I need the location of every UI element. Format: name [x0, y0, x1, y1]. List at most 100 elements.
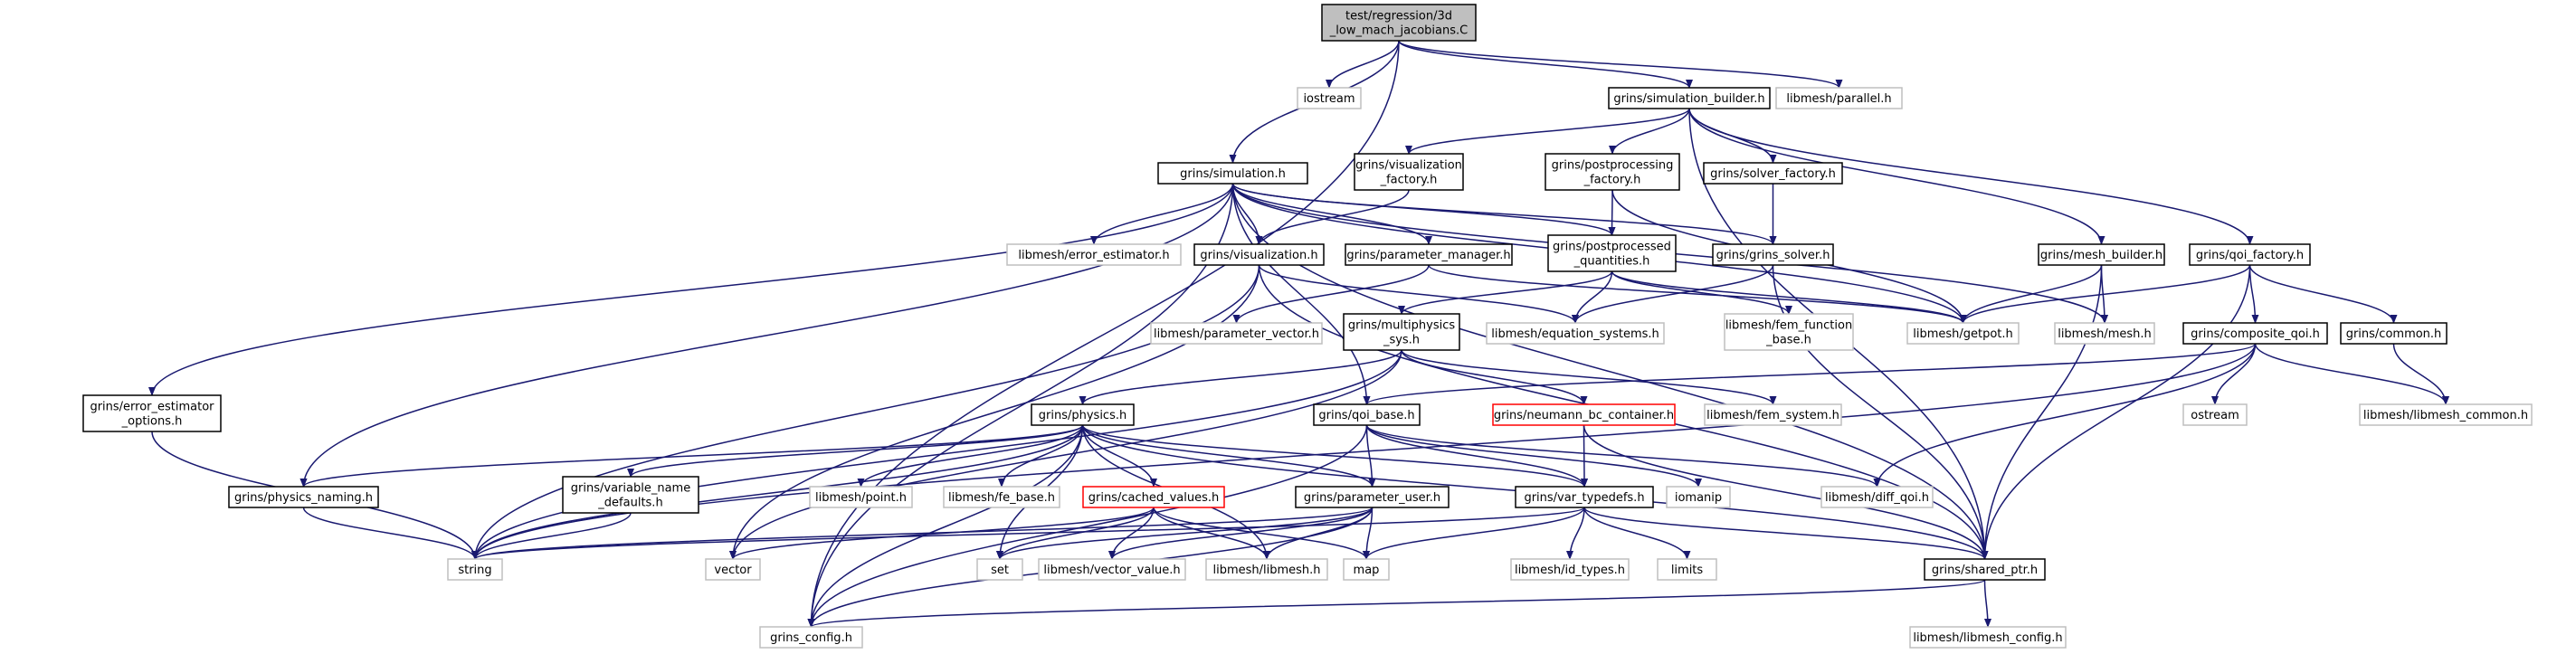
node-box — [1704, 403, 1842, 426]
edge-physics-to-grins_config — [807, 424, 1084, 628]
node-label: grins_config.h — [770, 631, 852, 645]
node-label: libmesh/point.h — [815, 491, 907, 505]
node-physics_naming[interactable]: grins/physics_naming.h — [228, 486, 379, 508]
node-mesh_builder[interactable]: grins/mesh_builder.h — [2038, 243, 2165, 266]
edge-qoi_factory-to-shared_ptr — [1981, 264, 2251, 560]
edge-sim_builder-to-vis_factory — [1405, 108, 1690, 155]
node-label: grins/parameter_manager.h — [1346, 249, 1510, 262]
edge-grins_solver-to-equation_systems — [1572, 264, 1774, 324]
node-label: libmesh/fem_system.h — [1706, 409, 1839, 422]
node-sim_builder[interactable]: grins/simulation_builder.h — [1608, 87, 1771, 109]
edge-multiphysics-to-physics — [1079, 349, 1402, 405]
node-neumann[interactable]: grins/neumann_bc_container.h — [1492, 403, 1676, 426]
node-box — [1354, 153, 1464, 191]
node-label: iomanip — [1675, 491, 1722, 505]
edge-qoi_base-to-var_typedefs — [1365, 424, 1588, 488]
node-limits[interactable]: limits — [1657, 558, 1717, 581]
node-label: libmesh/equation_systems.h — [1491, 327, 1659, 341]
edge-var_typedefs-to-map — [1363, 507, 1585, 560]
node-label: grins/physics.h — [1039, 409, 1126, 422]
node-physics[interactable]: grins/physics.h — [1031, 403, 1135, 426]
node-vector[interactable]: vector — [705, 558, 761, 581]
node-set[interactable]: set — [976, 558, 1023, 581]
node-var_name_defaults[interactable]: grins/variable_name_defaults.h — [562, 476, 699, 514]
node-param_vector[interactable]: libmesh/parameter_vector.h — [1150, 322, 1323, 345]
node-label: libmesh/parallel.h — [1786, 92, 1891, 106]
edge-sim_builder-to-mesh_builder — [1688, 108, 2105, 245]
node-error_est_opts[interactable]: grins/error_estimator_options.h — [82, 394, 222, 432]
node-root[interactable]: test/regression/3d_low_mach_jacobians.C — [1321, 4, 1477, 42]
node-error_est[interactable]: libmesh/error_estimator.h — [1006, 243, 1182, 266]
node-box — [1924, 558, 2046, 581]
node-iomanip[interactable]: iomanip — [1666, 486, 1731, 508]
node-map[interactable]: map — [1343, 558, 1390, 581]
node-visualization[interactable]: grins/visualization.h — [1193, 243, 1325, 266]
edge-param_user-to-vector_value — [1108, 507, 1374, 560]
node-composite_qoi[interactable]: grins/composite_qoi.h — [2182, 322, 2328, 345]
node-label: iostream — [1303, 92, 1355, 106]
node-label: grins/neumann_bc_container.h — [1494, 409, 1674, 422]
node-grins_config[interactable]: grins_config.h — [759, 626, 863, 649]
edge-var_name_defaults-to-string — [471, 512, 632, 560]
node-label: libmesh/diff_qoi.h — [1825, 491, 1929, 505]
node-solver_factory[interactable]: grins/solver_factory.h — [1703, 162, 1843, 185]
node-box — [2189, 243, 2311, 266]
node-vector_value[interactable]: libmesh/vector_value.h — [1038, 558, 1186, 581]
node-diff_qoi[interactable]: libmesh/diff_qoi.h — [1820, 486, 1934, 508]
node-param_manager[interactable]: grins/parameter_manager.h — [1345, 243, 1513, 266]
node-mesh[interactable]: libmesh/mesh.h — [2054, 322, 2155, 345]
node-vis_factory[interactable]: grins/visualization_factory.h — [1354, 153, 1464, 191]
node-box — [1295, 486, 1450, 508]
node-label: ostream — [2191, 409, 2239, 422]
node-shared_ptr[interactable]: grins/shared_ptr.h — [1924, 558, 2046, 581]
node-param_user[interactable]: grins/parameter_user.h — [1295, 486, 1450, 508]
edge-vis_factory-to-visualization — [1255, 189, 1410, 245]
node-box — [228, 486, 379, 508]
node-pp_factory[interactable]: grins/postprocessing_factory.h — [1545, 153, 1680, 191]
node-ostream[interactable]: ostream — [2182, 403, 2248, 426]
node-box — [1547, 234, 1677, 272]
node-box — [2359, 403, 2533, 426]
node-libmesh_config[interactable]: libmesh/libmesh_config.h — [1909, 626, 2067, 649]
node-box — [1820, 486, 1934, 508]
node-label: limits — [1671, 564, 1704, 577]
node-label: _quantities.h — [1573, 255, 1650, 269]
node-iostream[interactable]: iostream — [1297, 87, 1362, 109]
node-label: libmesh/id_types.h — [1515, 564, 1625, 577]
node-pp_quantities[interactable]: grins/postprocessed_quantities.h — [1547, 234, 1677, 272]
node-label: grins/visualization.h — [1200, 249, 1317, 262]
node-box — [1082, 486, 1225, 508]
node-label: _low_mach_jacobians.C — [1329, 24, 1468, 38]
node-point[interactable]: libmesh/point.h — [809, 486, 913, 508]
node-common[interactable]: grins/common.h — [2340, 322, 2448, 345]
node-fem_system[interactable]: libmesh/fem_system.h — [1704, 403, 1842, 426]
node-label: grins/cached_values.h — [1088, 491, 1220, 505]
node-box — [1906, 322, 2020, 345]
node-label: grins/common.h — [2346, 327, 2442, 341]
node-qoi_factory[interactable]: grins/qoi_factory.h — [2189, 243, 2311, 266]
node-label: _factory.h — [1583, 174, 1641, 187]
edge-composite_qoi-to-diff_qoi — [1873, 343, 2257, 488]
node-libmesh_h[interactable]: libmesh/libmesh.h — [1205, 558, 1328, 581]
node-simulation[interactable]: grins/simulation.h — [1157, 162, 1308, 185]
edge-var_typedefs-to-id_types — [1566, 507, 1585, 560]
node-fe_base[interactable]: libmesh/fe_base.h — [943, 486, 1060, 508]
node-box — [562, 476, 699, 514]
edge-multiphysics-to-vector — [729, 349, 1402, 560]
edge-physics-to-point — [857, 424, 1084, 488]
edge-physics_naming-to-string — [302, 507, 479, 560]
node-cached_values[interactable]: grins/cached_values.h — [1082, 486, 1225, 508]
node-multiphysics[interactable]: grins/multiphysics_sys.h — [1343, 313, 1460, 351]
node-qoi_base[interactable]: grins/qoi_base.h — [1313, 403, 1421, 426]
node-grins_solver[interactable]: grins/grins_solver.h — [1712, 243, 1834, 266]
node-libmesh_common[interactable]: libmesh/libmesh_common.h — [2359, 403, 2533, 426]
node-id_types[interactable]: libmesh/id_types.h — [1510, 558, 1630, 581]
node-string[interactable]: string — [447, 558, 503, 581]
node-parallel[interactable]: libmesh/parallel.h — [1775, 87, 1903, 109]
node-fem_function[interactable]: libmesh/fem_function_base.h — [1724, 313, 1854, 351]
node-getpot[interactable]: libmesh/getpot.h — [1906, 322, 2020, 345]
edge-simulation-to-qoi_base — [1231, 183, 1371, 405]
node-var_typedefs[interactable]: grins/var_typedefs.h — [1515, 486, 1654, 508]
node-equation_systems[interactable]: libmesh/equation_systems.h — [1486, 322, 1665, 345]
edge-root-to-parallel — [1398, 40, 1843, 89]
